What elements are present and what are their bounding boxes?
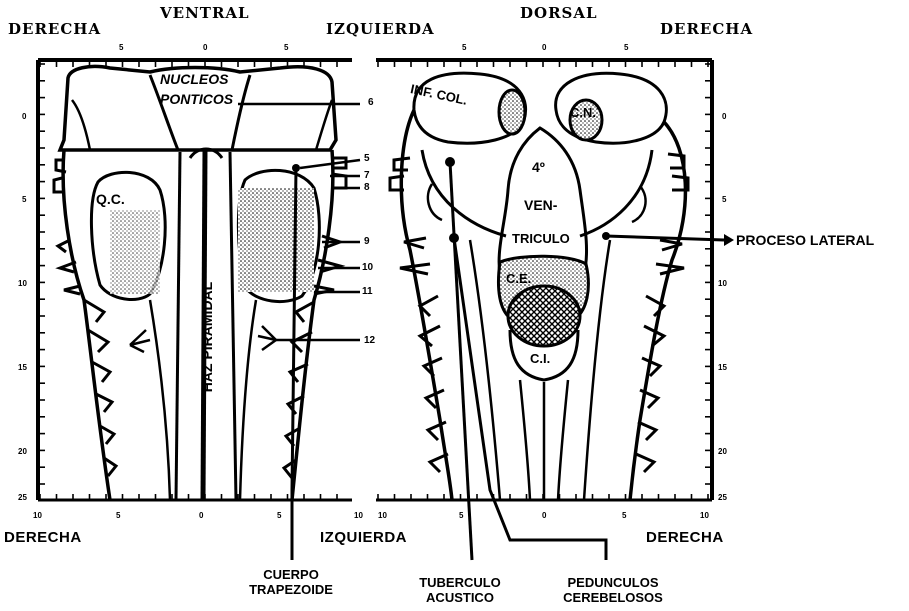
dorsal-view — [376, 60, 712, 500]
left-ruler-15: 15 — [18, 364, 27, 372]
cuerpo-trapezoide-caption: CUERPO TRAPEZOIDE — [236, 568, 346, 598]
nucleos-label: NUCLEOS — [160, 72, 228, 86]
bottom-right-derecha: DERECHA — [646, 530, 724, 545]
ventriculo-label-3: TRICULO — [512, 232, 570, 245]
bottom-tick-right-5: 10 — [700, 512, 709, 520]
cuerpo-trapezoide-marker — [292, 164, 300, 172]
nerve-11: 11 — [362, 287, 373, 297]
right-ruler-25: 25 — [718, 494, 727, 502]
pedunculos-cerebelosos-caption: PEDUNCULOS CEREBELOSOS — [548, 576, 678, 606]
header-left-derecha: DERECHA — [8, 22, 101, 37]
pedunculos-line-2: CEREBELOSOS — [548, 591, 678, 606]
colliculus-nucleus-left — [499, 90, 525, 134]
tuberculo-acustico-caption: TUBERCULO ACUSTICO — [400, 576, 520, 606]
header-dorsal: DORSAL — [520, 6, 598, 21]
cuerpo-line-2: TRAPEZOIDE — [236, 583, 346, 598]
right-ruler-5: 5 — [722, 196, 726, 204]
cuerpo-line-1: CUERPO — [236, 568, 346, 583]
pyramid-right-edge — [230, 152, 236, 500]
bottom-tick-left-4: 5 — [277, 512, 281, 520]
nerve-6: 6 — [368, 98, 374, 108]
dorsal-right-rootlets — [636, 296, 664, 472]
qc-label: Q.C. — [96, 192, 125, 206]
bottom-tick-left-1: 10 — [33, 512, 42, 520]
top-tick-right-2: 0 — [542, 44, 546, 52]
ponticos-label: PONTICOS — [160, 92, 233, 106]
pedunculo-marker — [449, 233, 459, 243]
nerve-7: 7 — [364, 171, 370, 181]
left-ruler-20: 20 — [18, 448, 27, 456]
header-right-derecha: DERECHA — [660, 22, 753, 37]
nerve-8: 8 — [364, 183, 370, 193]
ventriculo-label-2: VEN- — [524, 198, 557, 212]
bottom-tick-left-3: 0 — [199, 512, 203, 520]
bottom-tick-left-2: 5 — [116, 512, 120, 520]
right-ruler-10: 10 — [718, 280, 727, 288]
left-ruler-5: 5 — [22, 196, 26, 204]
top-tick-left-3: 5 — [284, 44, 288, 52]
pedunculos-line-1: PEDUNCULOS — [548, 576, 678, 591]
bottom-tick-left-5: 10 — [354, 512, 363, 520]
right-ruler-0: 0 — [722, 113, 726, 121]
left-ruler-25: 25 — [18, 494, 27, 502]
bottom-tick-right-3: 0 — [542, 512, 546, 520]
cn-label: C.N. — [570, 106, 596, 119]
bottom-tick-right-1: 10 — [378, 512, 387, 520]
right-ruler-20: 20 — [718, 448, 727, 456]
top-tick-right-1: 5 — [462, 44, 466, 52]
tuberculo-line-2: ACUSTICO — [400, 591, 520, 606]
top-tick-left-2: 0 — [203, 44, 207, 52]
header-izquierda: IZQUIERDA — [326, 22, 435, 37]
left-ruler-10: 10 — [18, 280, 27, 288]
header-ventral: VENTRAL — [160, 6, 250, 21]
bottom-tick-right-2: 5 — [459, 512, 463, 520]
ci-label: C.I. — [530, 352, 550, 365]
hatched-body — [508, 286, 580, 346]
right-ruler-15: 15 — [718, 364, 727, 372]
bottom-left-derecha: DERECHA — [4, 530, 82, 545]
proceso-arrowhead — [724, 234, 734, 246]
proceso-lateral-marker — [602, 232, 610, 240]
pyramid-left-edge — [176, 152, 180, 500]
top-tick-left-1: 5 — [119, 44, 123, 52]
nerve-5: 5 — [364, 154, 370, 164]
tuberculo-line-1: TUBERCULO — [400, 576, 520, 591]
ventral-view — [38, 60, 352, 500]
nerve-10: 10 — [362, 263, 373, 273]
tuberculo-marker — [445, 157, 455, 167]
nerve-12: 12 — [364, 336, 375, 346]
top-tick-right-3: 5 — [624, 44, 628, 52]
bottom-izquierda: IZQUIERDA — [320, 530, 407, 545]
ce-label: C.E. — [506, 272, 531, 285]
bottom-tick-right-4: 5 — [622, 512, 626, 520]
ventriculo-label-1: 4º — [532, 160, 545, 174]
haz-piramidal-label: HAZ PIRAMIDAL — [200, 282, 214, 392]
nerve-9: 9 — [364, 237, 370, 247]
left-ruler-0: 0 — [22, 113, 26, 121]
proceso-lateral-label: PROCESO LATERAL — [736, 233, 874, 247]
